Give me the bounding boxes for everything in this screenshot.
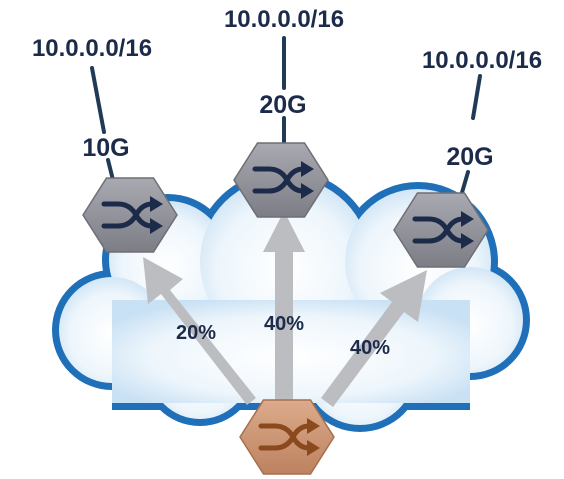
traffic-middle: 40% — [264, 313, 304, 335]
arrow-to-middle — [263, 211, 305, 410]
arrow-to-left — [143, 257, 256, 405]
crossed-arrows-icon — [252, 166, 306, 194]
bandwidth-middle: 20G — [259, 91, 306, 119]
prefix-right: 10.0.0.0/16 — [422, 47, 542, 74]
prefix-left: 10.0.0.0/16 — [32, 35, 152, 62]
traffic-arrows — [143, 211, 427, 410]
router-source — [239, 399, 335, 475]
crossed-arrows-icon — [101, 201, 155, 229]
prefix-middle: 10.0.0.0/16 — [224, 6, 344, 33]
router-middle — [233, 142, 329, 218]
link-right — [471, 74, 482, 120]
link-right-lower — [459, 170, 470, 198]
router-right — [393, 192, 489, 268]
bandwidth-right: 20G — [446, 143, 493, 171]
crossed-arrows-icon — [258, 423, 312, 451]
traffic-right: 40% — [350, 337, 390, 359]
bandwidth-left: 10G — [82, 134, 129, 162]
upstream-links — [90, 36, 482, 198]
crossed-arrows-icon — [412, 216, 466, 244]
traffic-left: 20% — [176, 322, 216, 344]
link-left-lower — [106, 158, 115, 182]
router-left — [82, 177, 178, 253]
link-left — [90, 66, 106, 134]
arrow-to-right — [321, 270, 427, 407]
